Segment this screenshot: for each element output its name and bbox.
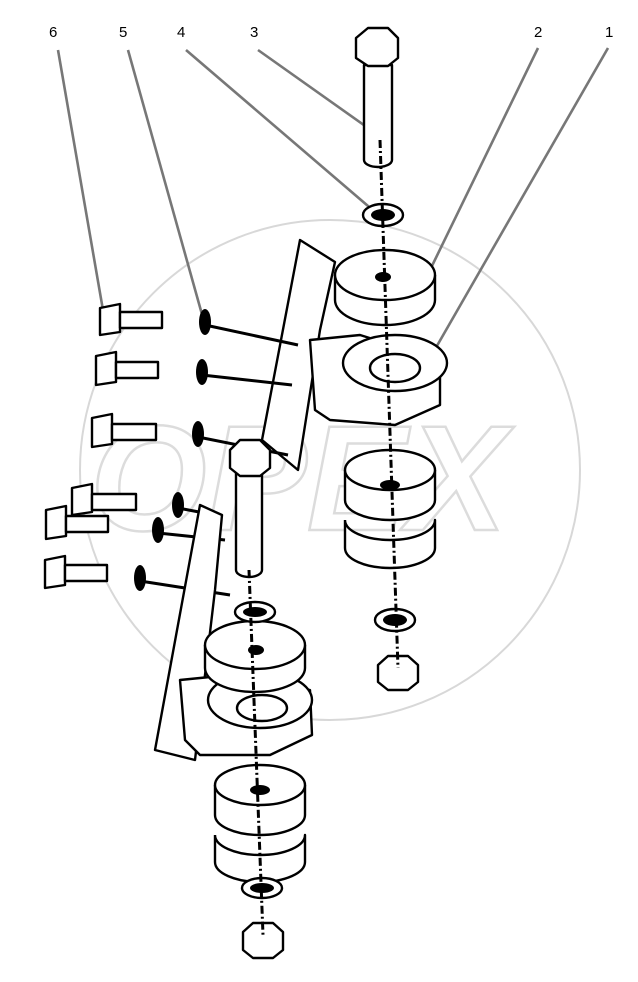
callout-1: 1 [605,24,613,41]
lower-nut [241,921,285,960]
upper-assembly [260,26,449,692]
bolt-row [94,350,293,387]
bolt-row [98,302,299,347]
bolt-row [44,504,226,543]
callout-3: 3 [250,24,258,41]
lower-bolt-head [228,438,272,478]
upper-mounting-plate [260,238,337,472]
leader-lines [56,47,610,359]
lower-bolt-shank [234,468,264,579]
callout-5: 5 [119,24,127,41]
bolt-row [70,482,216,518]
bolt-3-shank [362,63,394,169]
bolt-3-head [354,26,400,68]
lower-assembly [153,438,314,960]
side-bolts-6 [43,302,299,597]
callout-6: 6 [49,24,57,41]
lower-mounting-plate [153,503,224,762]
upper-nut [376,654,420,692]
callout-4: 4 [177,24,185,41]
callout-2: 2 [534,24,542,41]
watermark-logo: OPEX [79,219,581,721]
